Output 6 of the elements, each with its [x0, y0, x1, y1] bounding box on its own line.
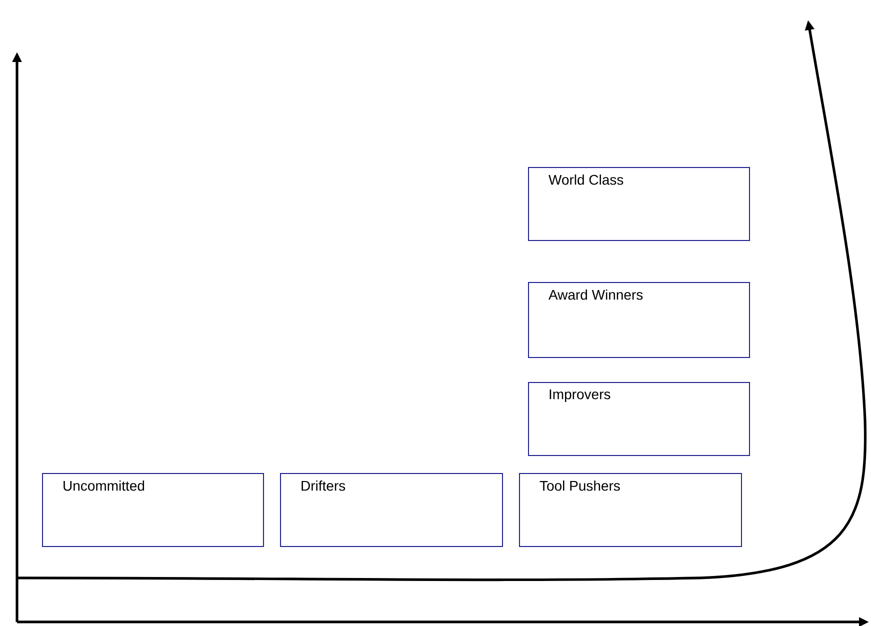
category-box: Drifters: [280, 472, 503, 547]
category-box: World Class: [528, 167, 750, 241]
category-box: Award Winners: [528, 282, 750, 358]
category-box: Improvers: [528, 382, 750, 456]
category-box: Tool Pushers: [519, 472, 742, 547]
category-box: Uncommitted: [42, 472, 264, 547]
